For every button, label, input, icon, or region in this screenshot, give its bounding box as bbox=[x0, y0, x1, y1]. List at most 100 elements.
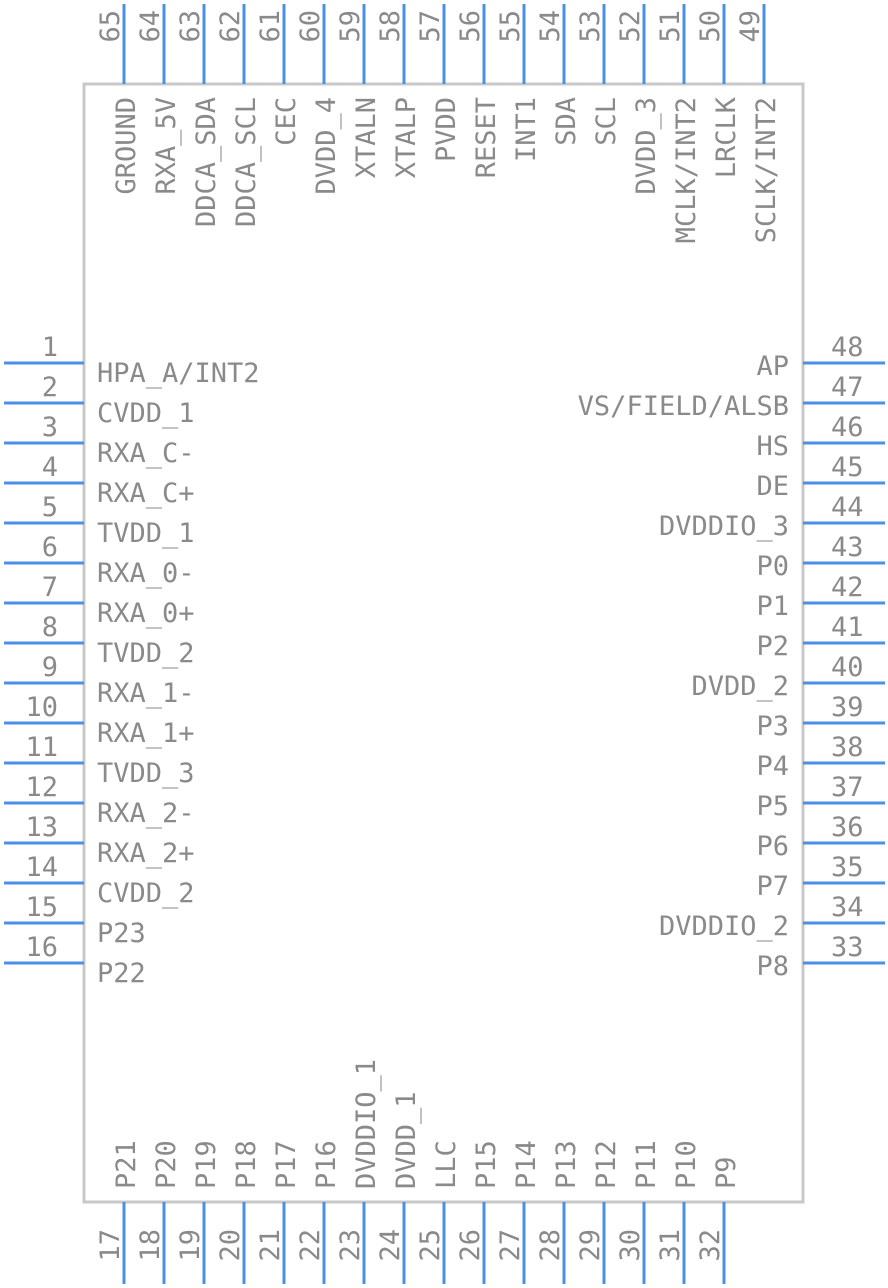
pin-number-50: 50 bbox=[695, 10, 726, 43]
bottom-pin-group: 17P2118P2019P1920P1821P1722P1623DVDDIO_1… bbox=[95, 1059, 742, 1284]
left-pin-group: 1HPA_A/INT22CVDD_13RXA_C-4RXA_C+5TVDD_16… bbox=[4, 332, 260, 989]
pin-number-32: 32 bbox=[695, 1229, 726, 1262]
top-pin-group: 65GROUND64RXA_5V63DDCA_SDA62DDCA_SCL61CE… bbox=[95, 4, 782, 243]
pin-name-3: RXA_C- bbox=[97, 438, 195, 469]
pin-number-19: 19 bbox=[175, 1229, 206, 1262]
pin-number-18: 18 bbox=[135, 1229, 166, 1262]
pin-name-16: P22 bbox=[97, 958, 146, 989]
pin-number-42: 42 bbox=[831, 572, 864, 603]
pin-name-2: CVDD_1 bbox=[97, 398, 195, 429]
pin-name-18: P20 bbox=[151, 1140, 182, 1189]
pin-number-53: 53 bbox=[575, 10, 606, 43]
pin-number-14: 14 bbox=[25, 852, 58, 883]
pin-name-48: AP bbox=[756, 351, 789, 382]
pin-name-60: DVDD_4 bbox=[311, 97, 342, 195]
pin-name-49: SCLK/INT2 bbox=[751, 97, 782, 243]
pin-name-9: RXA_1- bbox=[97, 678, 195, 709]
pin-name-34: DVDDIO_2 bbox=[659, 911, 789, 942]
pin-name-27: P14 bbox=[511, 1140, 542, 1189]
pin-name-19: P19 bbox=[191, 1140, 222, 1189]
pin-number-7: 7 bbox=[42, 572, 58, 603]
pin-name-26: P15 bbox=[471, 1140, 502, 1189]
pin-name-44: DVDDIO_3 bbox=[659, 511, 789, 542]
pin-name-28: P13 bbox=[551, 1140, 582, 1189]
pin-number-9: 9 bbox=[42, 652, 58, 683]
pin-number-36: 36 bbox=[831, 812, 864, 843]
pin-name-13: RXA_2+ bbox=[97, 838, 195, 869]
pin-number-55: 55 bbox=[495, 10, 526, 43]
pin-number-3: 3 bbox=[42, 412, 58, 443]
pin-number-1: 1 bbox=[42, 332, 58, 363]
pin-number-12: 12 bbox=[25, 772, 58, 803]
pin-number-62: 62 bbox=[215, 10, 246, 43]
pin-number-30: 30 bbox=[615, 1229, 646, 1262]
pin-number-64: 64 bbox=[135, 10, 166, 43]
pin-name-41: P2 bbox=[756, 631, 789, 662]
pin-name-47: VS/FIELD/ALSB bbox=[578, 391, 789, 422]
pin-name-62: DDCA_SCL bbox=[231, 97, 262, 227]
pin-name-21: P17 bbox=[271, 1140, 302, 1189]
pin-number-16: 16 bbox=[25, 932, 58, 963]
pin-name-31: P10 bbox=[671, 1140, 702, 1189]
pin-name-15: P23 bbox=[97, 918, 146, 949]
pin-number-33: 33 bbox=[831, 932, 864, 963]
pin-name-33: P8 bbox=[756, 951, 789, 982]
pin-name-17: P21 bbox=[111, 1140, 142, 1189]
pin-number-46: 46 bbox=[831, 412, 864, 443]
pin-number-2: 2 bbox=[42, 372, 58, 403]
pin-number-39: 39 bbox=[831, 692, 864, 723]
pin-name-50: LRCLK bbox=[711, 96, 742, 178]
pin-name-37: P5 bbox=[756, 791, 789, 822]
pin-name-22: P16 bbox=[311, 1140, 342, 1189]
pin-number-29: 29 bbox=[575, 1229, 606, 1262]
pin-number-22: 22 bbox=[295, 1229, 326, 1262]
pin-number-15: 15 bbox=[25, 892, 58, 923]
pin-name-46: HS bbox=[756, 431, 789, 462]
pin-number-24: 24 bbox=[375, 1229, 406, 1262]
pin-name-4: RXA_C+ bbox=[97, 478, 195, 509]
pin-number-60: 60 bbox=[295, 10, 326, 43]
pin-number-34: 34 bbox=[831, 892, 864, 923]
pin-name-42: P1 bbox=[756, 591, 789, 622]
pin-name-7: RXA_0+ bbox=[97, 598, 195, 629]
pin-number-10: 10 bbox=[25, 692, 58, 723]
pin-number-13: 13 bbox=[25, 812, 58, 843]
pin-name-53: SCL bbox=[591, 97, 622, 146]
pin-name-63: DDCA_SDA bbox=[191, 97, 222, 227]
pin-number-54: 54 bbox=[535, 10, 566, 43]
pin-number-38: 38 bbox=[831, 732, 864, 763]
pin-number-52: 52 bbox=[615, 10, 646, 43]
pin-number-65: 65 bbox=[95, 10, 126, 43]
pin-number-27: 27 bbox=[495, 1229, 526, 1262]
right-pin-group: 48AP47VS/FIELD/ALSB46HS45DE44DVDDIO_343P… bbox=[578, 332, 885, 982]
pin-number-21: 21 bbox=[255, 1229, 286, 1262]
pin-number-58: 58 bbox=[375, 10, 406, 43]
pin-number-31: 31 bbox=[655, 1229, 686, 1262]
pin-number-57: 57 bbox=[415, 10, 446, 43]
pin-number-20: 20 bbox=[215, 1229, 246, 1262]
pin-name-51: MCLK/INT2 bbox=[671, 97, 702, 243]
pin-name-8: TVDD_2 bbox=[97, 638, 195, 669]
pin-name-14: CVDD_2 bbox=[97, 878, 195, 909]
pin-number-63: 63 bbox=[175, 10, 206, 43]
pin-name-40: DVDD_2 bbox=[691, 671, 789, 702]
pin-number-44: 44 bbox=[831, 492, 864, 523]
pin-name-35: P7 bbox=[756, 871, 789, 902]
pin-name-10: RXA_1+ bbox=[97, 718, 195, 749]
pin-number-8: 8 bbox=[42, 612, 58, 643]
pin-number-28: 28 bbox=[535, 1229, 566, 1262]
pin-name-64: RXA_5V bbox=[151, 97, 182, 195]
pin-number-40: 40 bbox=[831, 652, 864, 683]
pin-number-4: 4 bbox=[42, 452, 58, 483]
pin-name-29: P12 bbox=[591, 1140, 622, 1189]
pin-name-43: P0 bbox=[756, 551, 789, 582]
pin-number-23: 23 bbox=[335, 1229, 366, 1262]
pin-number-11: 11 bbox=[25, 732, 58, 763]
pin-name-55: INT1 bbox=[511, 97, 542, 162]
pin-name-30: P11 bbox=[631, 1140, 662, 1189]
pin-name-5: TVDD_1 bbox=[97, 518, 195, 549]
pin-name-57: PVDD bbox=[431, 97, 462, 162]
pin-name-20: P18 bbox=[231, 1140, 262, 1189]
pin-name-6: RXA_0- bbox=[97, 558, 195, 589]
